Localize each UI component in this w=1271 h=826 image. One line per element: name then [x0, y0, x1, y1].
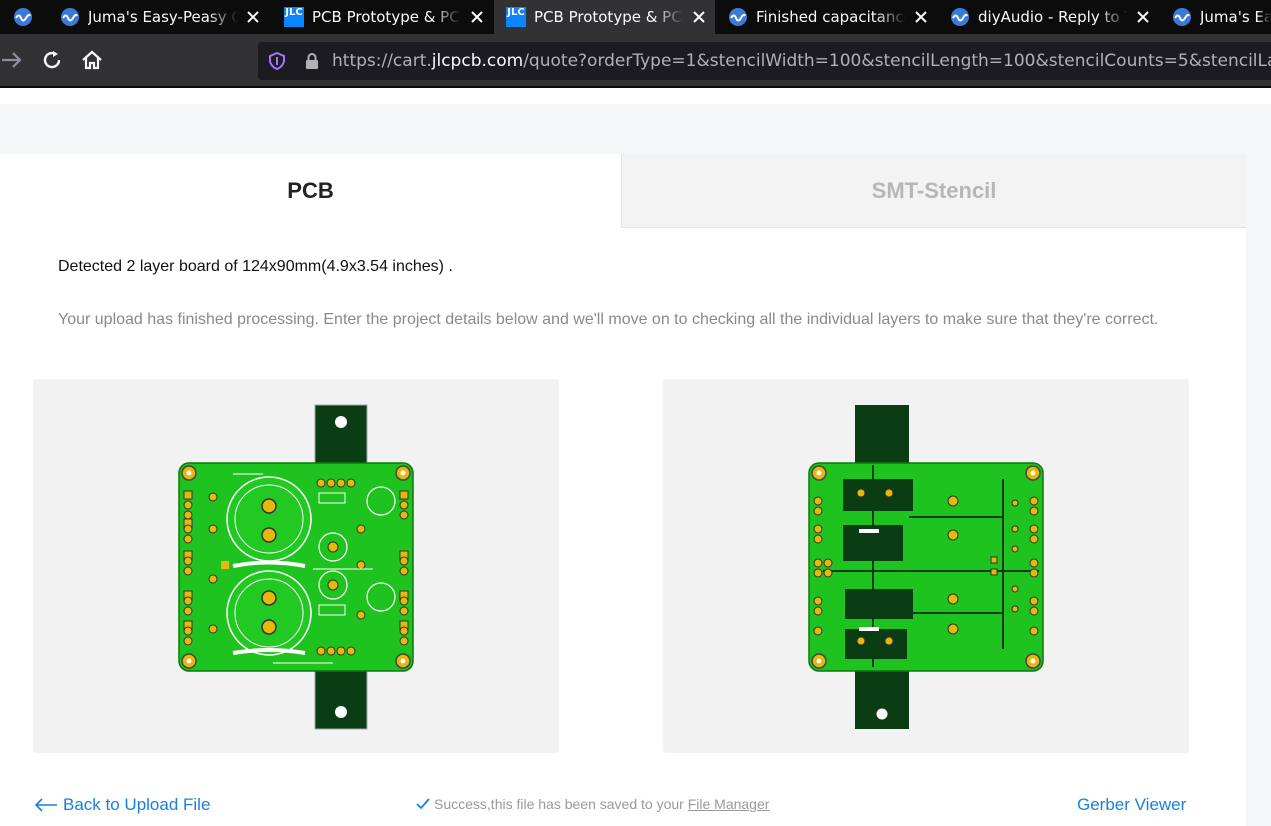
forward-arrow-icon[interactable]: [0, 48, 24, 72]
url-prefix: https://cart.: [332, 51, 432, 71]
pcb-top-image: [178, 404, 414, 730]
diyaudio-icon: [61, 8, 79, 26]
tab-pcb[interactable]: PCB: [0, 154, 621, 228]
upload-info-text: Your upload has finished processing. Ent…: [58, 311, 1159, 328]
browser-tab-strip: Juma's Easy-Peasy Capacitor JLC PCB Prot…: [0, 0, 1271, 34]
tab-smt-stencil[interactable]: SMT-Stencil: [621, 154, 1246, 228]
browser-tab-diyaudio-reply[interactable]: diyAudio - Reply to Topic: [938, 0, 1159, 34]
tab-title: PCB Prototype & PCB Fabrication: [534, 8, 684, 26]
browser-tab-jumas-2[interactable]: Juma's Easy-Peasy Capacitor: [1160, 0, 1271, 34]
lock-icon[interactable]: [304, 52, 320, 70]
tab-title: PCB Prototype & PCB Fabrication: [312, 8, 462, 26]
close-icon[interactable]: [468, 8, 486, 26]
home-icon[interactable]: [80, 48, 104, 72]
browser-tab-jlc-1[interactable]: JLC PCB Prototype & PCB Fabrication: [272, 0, 493, 34]
pcb-bottom-preview[interactable]: [663, 379, 1189, 753]
jlc-icon: JLC: [506, 7, 526, 27]
pcb-bottom-image: [808, 405, 1044, 729]
close-icon[interactable]: [244, 8, 262, 26]
close-icon[interactable]: [690, 8, 708, 26]
url-host: jlcpcb.com: [431, 51, 524, 71]
close-icon[interactable]: [1134, 8, 1152, 26]
browser-tab-capacitance[interactable]: Finished capacitance meter: [716, 0, 937, 34]
jlc-icon: JLC: [284, 7, 304, 27]
detected-board-text: Detected 2 layer board of 124x90mm(4.9x3…: [58, 258, 453, 275]
tracking-protection-shield-icon[interactable]: [268, 52, 286, 70]
tab-title: Finished capacitance meter: [756, 8, 906, 26]
pcb-top-preview[interactable]: [33, 379, 559, 753]
arrow-left-icon: [34, 798, 57, 812]
back-to-upload-link[interactable]: Back to Upload File: [34, 795, 210, 815]
reload-icon[interactable]: [40, 48, 64, 72]
address-bar[interactable]: https://cart.jlcpcb.com/quote?orderType=…: [258, 42, 1271, 80]
gerber-viewer-link[interactable]: Gerber Viewer: [1077, 795, 1187, 814]
diyaudio-icon: [951, 8, 969, 26]
file-manager-link[interactable]: File Manager: [687, 796, 770, 812]
diyaudio-icon: [729, 8, 747, 26]
tab-title: Juma's Easy-Peasy Capacitor: [88, 8, 238, 26]
tab-title: Juma's Easy-Peasy Capacitor: [1200, 8, 1271, 26]
check-icon: [416, 798, 430, 810]
browser-tab-pinned[interactable]: [0, 0, 46, 34]
diyaudio-icon: [14, 8, 32, 26]
close-icon[interactable]: [912, 8, 930, 26]
success-message: Success,this file has been saved to your…: [416, 796, 769, 812]
url-text: https://cart.jlcpcb.com/quote?orderType=…: [332, 51, 1271, 71]
back-to-upload-label: Back to Upload File: [63, 795, 211, 814]
diyaudio-icon: [1173, 8, 1191, 26]
tab-title: diyAudio - Reply to Topic: [978, 8, 1128, 26]
chrome-divider: [0, 86, 1271, 88]
browser-tab-jumas[interactable]: Juma's Easy-Peasy Capacitor: [48, 0, 270, 34]
url-path: /quote?orderType=1&stencilWidth=100&sten…: [523, 51, 1271, 71]
browser-tab-jlc-active[interactable]: JLC PCB Prototype & PCB Fabrication: [494, 0, 715, 34]
success-text: Success,this file has been saved to your: [434, 796, 684, 812]
